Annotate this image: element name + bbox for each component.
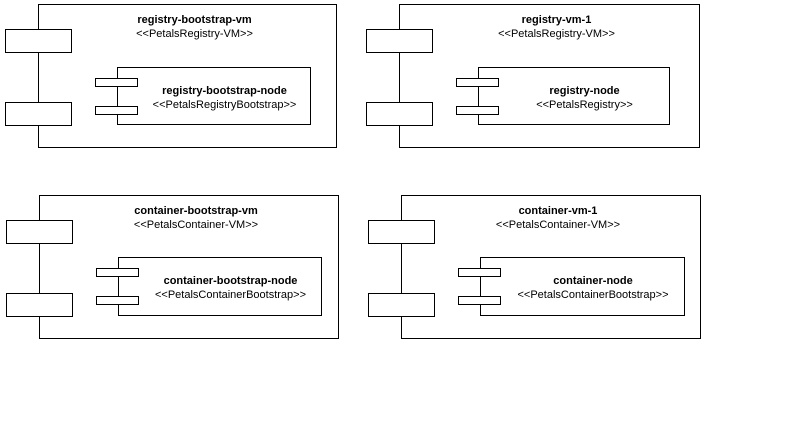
component-header: registry-bootstrap-vm <<PetalsRegistry-V… — [53, 13, 336, 41]
node-name: registry-node — [549, 85, 620, 97]
component-container-vm-1: container-vm-1 <<PetalsContainer-VM>> co… — [368, 195, 701, 339]
component-name: container-vm-1 — [518, 205, 598, 217]
node-header: registry-bootstrap-node <<PetalsRegistry… — [139, 84, 310, 112]
component-tab-icon-bottom — [5, 102, 72, 126]
node-header: container-node <<PetalsContainerBootstra… — [502, 274, 684, 302]
component-header: container-vm-1 <<PetalsContainer-VM>> — [416, 204, 700, 232]
component-container-bootstrap-vm: container-bootstrap-vm <<PetalsContainer… — [6, 195, 339, 339]
component-tab-icon-top — [368, 220, 435, 244]
node-stereotype: <<PetalsRegistryBootstrap>> — [152, 99, 297, 111]
component-tab-icon-bottom — [366, 102, 433, 126]
component-tab-icon-top — [456, 78, 499, 87]
component-registry-bootstrap-node: registry-bootstrap-node <<PetalsRegistry… — [95, 67, 311, 125]
component-container-bootstrap-node: container-bootstrap-node <<PetalsContain… — [96, 257, 322, 316]
node-name: container-node — [553, 275, 633, 287]
component-registry-node: registry-node <<PetalsRegistry>> — [456, 67, 670, 125]
component-stereotype: <<PetalsRegistry-VM>> — [498, 28, 615, 40]
component-tab-icon-top — [6, 220, 73, 244]
node-header: container-bootstrap-node <<PetalsContain… — [140, 274, 321, 302]
component-stereotype: <<PetalsContainer-VM>> — [495, 219, 621, 231]
component-tab-icon-top — [96, 268, 139, 277]
component-header: container-bootstrap-vm <<PetalsContainer… — [54, 204, 338, 232]
component-tab-icon-bottom — [458, 296, 501, 305]
component-tab-icon-bottom — [368, 293, 435, 317]
component-tab-icon-top — [5, 29, 72, 53]
component-name: container-bootstrap-vm — [134, 205, 258, 217]
component-tab-icon-bottom — [6, 293, 73, 317]
node-name: registry-bootstrap-node — [162, 85, 287, 97]
component-tab-icon-bottom — [456, 106, 499, 115]
component-container-node: container-node <<PetalsContainerBootstra… — [458, 257, 685, 316]
node-stereotype: <<PetalsRegistry>> — [536, 99, 633, 111]
component-tab-icon-top — [366, 29, 433, 53]
component-tab-icon-top — [95, 78, 138, 87]
component-tab-icon-top — [458, 268, 501, 277]
node-header: registry-node <<PetalsRegistry>> — [500, 84, 669, 112]
component-name: registry-vm-1 — [521, 14, 592, 26]
component-stereotype: <<PetalsContainer-VM>> — [133, 219, 259, 231]
component-registry-bootstrap-vm: registry-bootstrap-vm <<PetalsRegistry-V… — [5, 4, 337, 148]
node-stereotype: <<PetalsContainerBootstrap>> — [517, 289, 669, 301]
component-header: registry-vm-1 <<PetalsRegistry-VM>> — [414, 13, 699, 41]
component-tab-icon-bottom — [95, 106, 138, 115]
component-tab-icon-bottom — [96, 296, 139, 305]
component-registry-vm-1: registry-vm-1 <<PetalsRegistry-VM>> regi… — [366, 4, 700, 148]
component-stereotype: <<PetalsRegistry-VM>> — [136, 28, 253, 40]
node-stereotype: <<PetalsContainerBootstrap>> — [154, 289, 307, 301]
component-name: registry-bootstrap-vm — [137, 14, 252, 26]
node-name: container-bootstrap-node — [163, 275, 298, 287]
